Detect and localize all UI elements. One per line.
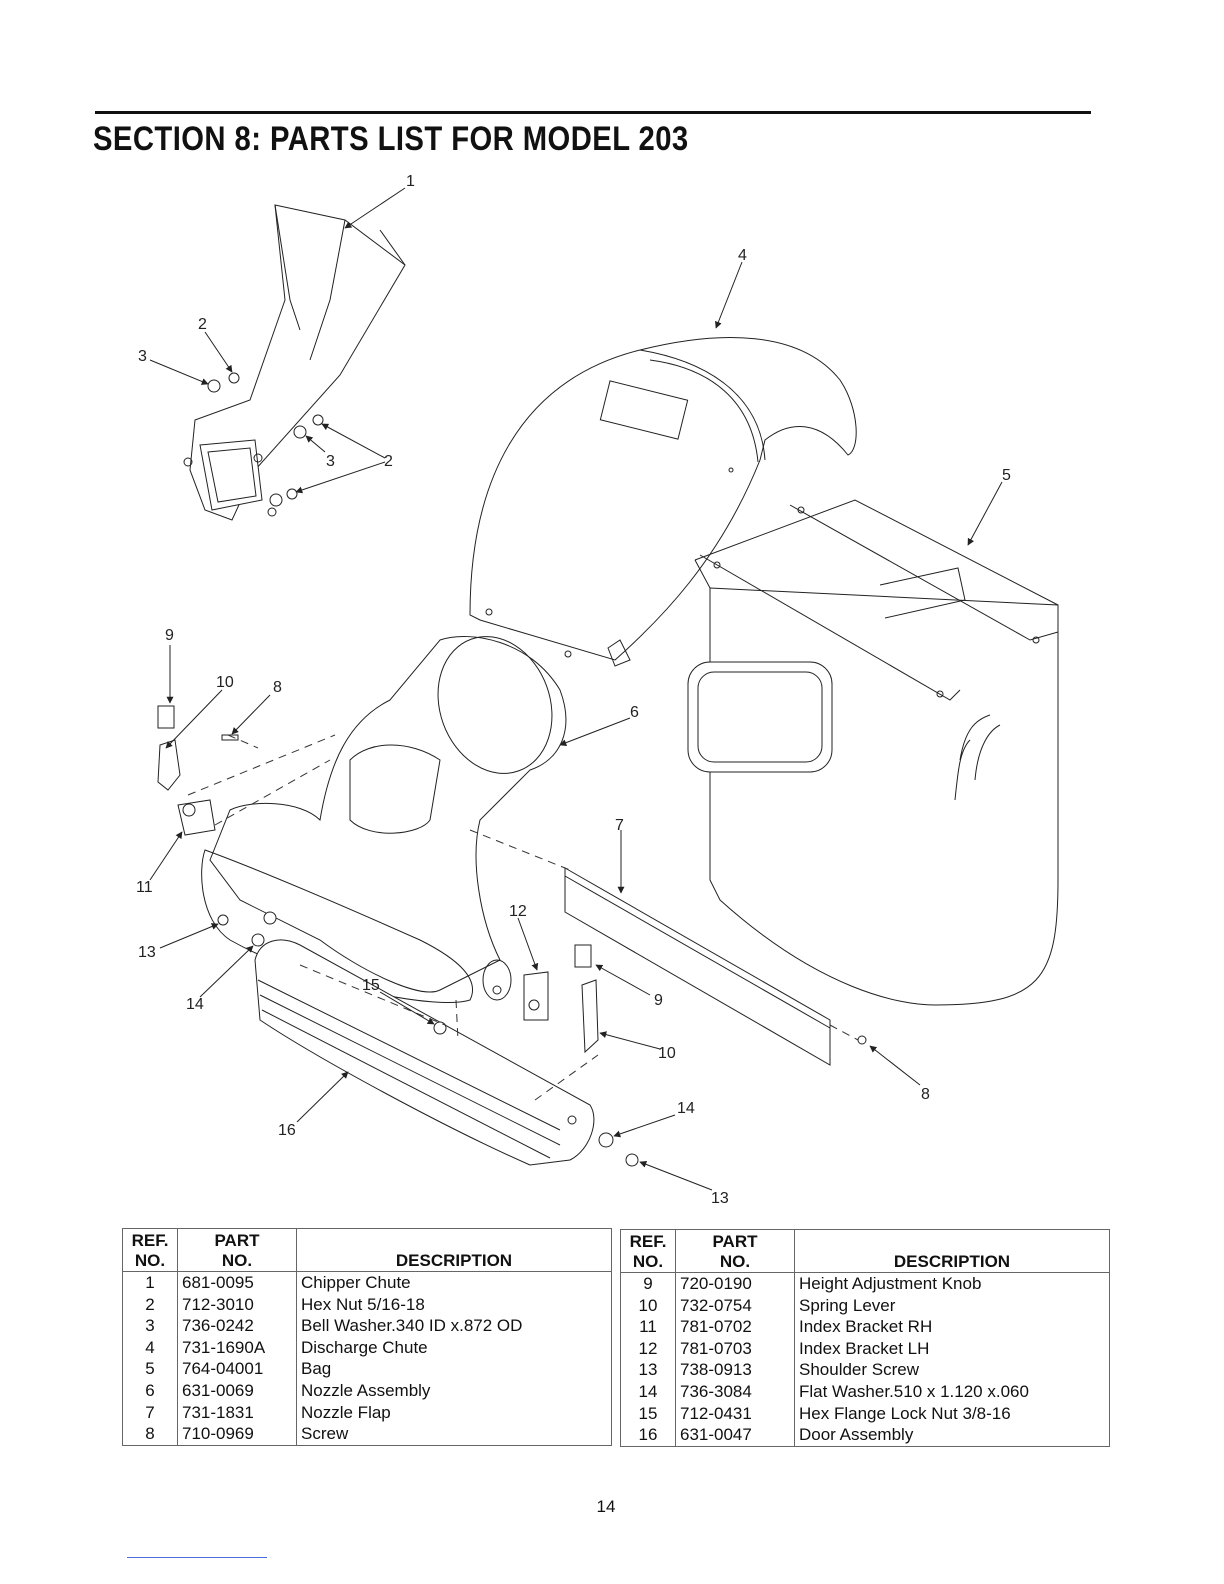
assembly-guide-lines: [187, 734, 859, 1101]
ref-no-header: REF.NO.: [620, 1229, 676, 1273]
callout-2: 2: [198, 316, 207, 333]
callout-1: 1: [406, 173, 415, 190]
callout-labels: 1 2 3 2 3 4 5 6 7 8 9 10 11 12 13 14 15 …: [136, 173, 1011, 1207]
hardware-lower: [157, 705, 867, 1167]
chipper-chute-drawing: [183, 204, 406, 521]
callout-2: 2: [384, 453, 393, 470]
callout-5: 5: [1002, 467, 1011, 484]
description-header: DESCRIPTION: [296, 1228, 612, 1272]
hardware-nuts-washers-upper: [207, 372, 324, 507]
callout-7: 7: [615, 817, 624, 834]
discharge-chute-drawing: [469, 337, 857, 667]
page-number: 14: [596, 1497, 616, 1516]
header-rule: [95, 111, 1091, 114]
door-assembly-drawing: [254, 939, 595, 1166]
page-title: SECTION 8: PARTS LIST FOR MODEL 203: [93, 120, 689, 158]
callout-14: 14: [186, 996, 204, 1013]
exploded-parts-diagram: 1 2 3 2 3 4 5 6 7 8 9 10 11 12 13 14 15 …: [136, 173, 1059, 1207]
nozzle-flap-drawing: [564, 867, 831, 1066]
callout-4: 4: [738, 247, 747, 264]
callout-10: 10: [216, 674, 234, 691]
callout-6: 6: [630, 704, 639, 721]
callout-9: 9: [165, 627, 174, 644]
callout-16: 16: [278, 1122, 296, 1139]
callout-13: 13: [138, 944, 156, 961]
callout-3: 3: [326, 453, 335, 470]
callout-9: 9: [654, 992, 663, 1009]
callout-10: 10: [658, 1045, 676, 1062]
callout-13: 13: [711, 1190, 729, 1207]
callout-8: 8: [273, 679, 282, 696]
ref-no-header: REF.NO.: [122, 1228, 178, 1272]
callout-14: 14: [677, 1100, 695, 1117]
footer-link-underline[interactable]: [127, 1557, 267, 1558]
callout-leaders: [149, 187, 1003, 1191]
description-header: DESCRIPTION: [794, 1229, 1110, 1273]
callout-12: 12: [509, 903, 527, 920]
callout-11: 11: [136, 879, 153, 896]
bag-drawing: [687, 499, 1059, 1006]
callout-3: 3: [138, 348, 147, 365]
callout-8: 8: [921, 1086, 930, 1103]
callout-15: 15: [362, 977, 380, 994]
